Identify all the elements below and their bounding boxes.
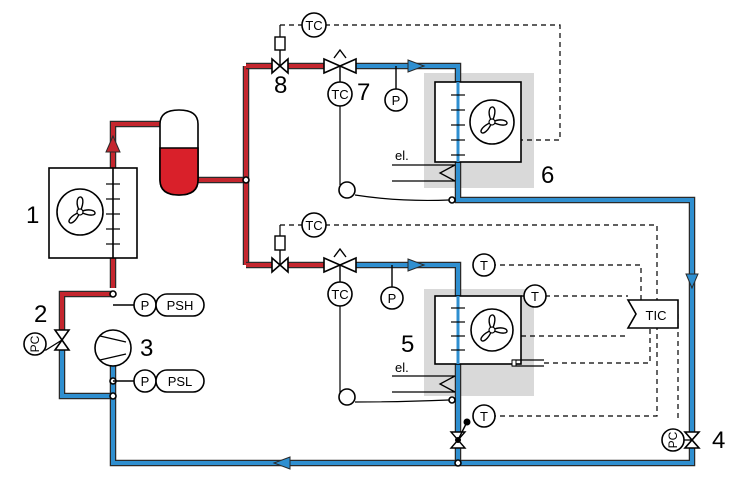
p-label: P bbox=[141, 298, 150, 313]
label-1: 1 bbox=[26, 202, 39, 229]
p-label: P bbox=[392, 93, 401, 108]
expansion-valve-7 bbox=[323, 48, 357, 82]
tc-bubble-7 bbox=[327, 81, 353, 107]
label-2: 2 bbox=[34, 301, 47, 328]
pc-bubble-2 bbox=[23, 332, 47, 356]
solenoid-icon bbox=[274, 36, 286, 51]
tic-label: TIC bbox=[646, 308, 667, 323]
p-label: P bbox=[388, 291, 397, 306]
compressor-icon bbox=[94, 329, 132, 367]
hot-lines bbox=[58, 62, 324, 330]
solenoid-valve-lower bbox=[271, 224, 302, 274]
receiver-tank-icon bbox=[159, 109, 199, 196]
fan-icon bbox=[56, 188, 104, 236]
tc-bubble-middle bbox=[301, 212, 327, 238]
t-label: T bbox=[480, 409, 488, 424]
t-label: T bbox=[480, 258, 488, 273]
psl-label: PSL bbox=[168, 374, 193, 389]
t-bubble-2 bbox=[523, 284, 547, 308]
tc-bubble-lower bbox=[327, 281, 353, 307]
pc-label: PC bbox=[28, 335, 42, 352]
tc-label: TC bbox=[331, 87, 348, 102]
expansion-valve-lower bbox=[323, 247, 357, 282]
label-7: 7 bbox=[357, 79, 370, 106]
flow-arrow-icon bbox=[407, 258, 426, 272]
fan-icon bbox=[469, 99, 515, 145]
thermal-bulb-lines bbox=[338, 103, 450, 406]
label-4: 4 bbox=[712, 427, 725, 454]
t-bubble-3 bbox=[472, 404, 496, 428]
pc-bubble-4 bbox=[661, 428, 685, 452]
tc-label: TC bbox=[331, 287, 348, 302]
psl-switch bbox=[155, 369, 205, 393]
tc-label: TC bbox=[305, 218, 322, 233]
p-bubble-lower bbox=[380, 286, 404, 310]
pressure-control-valve-4 bbox=[683, 431, 701, 449]
p-label: P bbox=[141, 374, 150, 389]
heater-label-5: el. bbox=[395, 360, 409, 375]
tc-label: TC bbox=[305, 18, 322, 33]
tic-controller bbox=[626, 299, 679, 329]
evaporator-6 bbox=[392, 81, 522, 182]
psh-label: PSH bbox=[167, 298, 194, 313]
fan-icon bbox=[470, 308, 514, 352]
psh-switch bbox=[155, 293, 205, 317]
check-valve bbox=[449, 418, 471, 449]
solenoid-icon bbox=[274, 235, 286, 251]
flow-arrow-icon bbox=[272, 456, 291, 470]
flow-arrow-icon bbox=[105, 134, 121, 153]
junction-dots bbox=[109, 176, 462, 467]
p-bubble-upper bbox=[384, 88, 408, 112]
condenser-unit bbox=[48, 167, 138, 259]
evaporator-5 bbox=[392, 295, 544, 393]
t-bubble-1 bbox=[472, 253, 496, 277]
flow-arrow-icon bbox=[407, 59, 426, 73]
flow-arrow-icon bbox=[685, 273, 699, 290]
heater-label-6: el. bbox=[395, 148, 409, 163]
tc-bubble-top bbox=[301, 12, 327, 38]
label-5: 5 bbox=[401, 331, 414, 358]
t-label: T bbox=[531, 289, 539, 304]
label-8: 8 bbox=[274, 72, 287, 99]
pc-label: PC bbox=[666, 431, 680, 448]
label-6: 6 bbox=[541, 162, 554, 189]
solenoid-valve-8 bbox=[271, 24, 302, 75]
label-3: 3 bbox=[140, 335, 153, 362]
